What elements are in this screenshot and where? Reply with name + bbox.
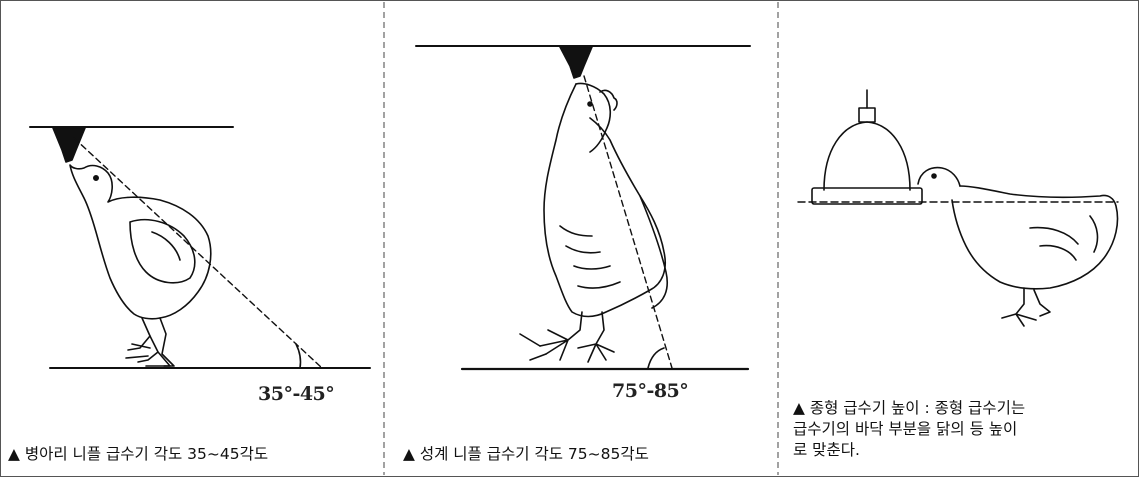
chicken-body xyxy=(543,83,666,318)
caption-chick: ▲ 병아리 니플 급수기 각도 35~45각도 xyxy=(8,445,269,463)
chicken-head xyxy=(575,82,612,153)
drinker-dome xyxy=(823,121,911,191)
drinker-tray xyxy=(811,187,923,205)
chicken-leg-right xyxy=(577,311,615,363)
nipple-icon xyxy=(559,46,593,79)
angle-label-adult: 75°-85° xyxy=(612,380,689,402)
chicken-comb xyxy=(599,89,618,111)
bell-drinker-illustration xyxy=(797,89,1119,327)
hen-body xyxy=(951,185,1119,290)
angle-guide-line xyxy=(583,75,673,369)
caption-line-1: ▲ 종형 급수기 높이 : 종형 급수기는 xyxy=(793,399,1026,417)
chick-wing xyxy=(129,218,196,284)
caption-bell-drinker: ▲ 종형 급수기 높이 : 종형 급수기는 급수기의 바닥 부분을 닭의 등 높… xyxy=(793,398,1133,461)
adult-nipple-drinker-illustration xyxy=(415,45,751,371)
hen-leg xyxy=(1001,287,1037,327)
drinker-knob xyxy=(858,107,876,123)
chicken-wing xyxy=(559,225,611,270)
angle-arc xyxy=(295,343,302,369)
chick-leg-back xyxy=(127,317,151,351)
nipple-icon xyxy=(52,127,86,163)
chick-nipple-drinker-illustration xyxy=(29,126,371,369)
hen-head xyxy=(917,166,961,187)
hen-wing xyxy=(1029,215,1099,261)
chick-body xyxy=(69,164,212,320)
angle-guide-line xyxy=(73,137,323,369)
angle-label-chick: 35°-45° xyxy=(258,383,335,405)
chicken-eye xyxy=(587,101,593,107)
chicken-leg-left xyxy=(539,311,583,361)
chick-leg-front xyxy=(159,317,175,367)
caption-adult: ▲ 성계 니플 급수기 각도 75~85각도 xyxy=(403,445,649,463)
hen-eye xyxy=(931,173,937,179)
angle-arc xyxy=(647,347,665,369)
caption-line-2: 급수기의 바닥 부분을 닭의 등 높이 xyxy=(793,420,1018,438)
chick-eye xyxy=(93,175,100,182)
caption-line-3: 로 맞춘다. xyxy=(793,441,860,459)
